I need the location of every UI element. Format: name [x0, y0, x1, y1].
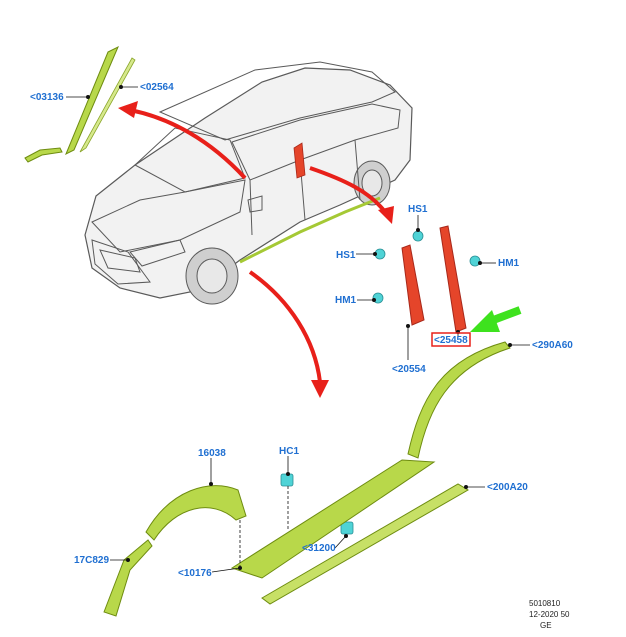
highlight-arrow — [470, 306, 522, 332]
part-labels: <03136 <02564 HS1 HS1 HM1 HM1 <25458 <20… — [30, 82, 573, 579]
leader-lines — [66, 85, 530, 573]
label-290a60[interactable]: <290A60 — [532, 340, 573, 351]
footer-line1: 5010810 — [529, 599, 561, 608]
roof-moulding-parts — [24, 45, 136, 163]
label-10176[interactable]: <10176 — [178, 568, 212, 579]
label-20554[interactable]: <20554 — [392, 364, 426, 375]
footer-line3: GE — [540, 621, 552, 630]
footer-line2: 12-2020 50 — [529, 610, 570, 619]
clip-hc1 — [280, 473, 294, 487]
label-16038[interactable]: 16038 — [198, 448, 226, 459]
footer-codes: 5010810 12-2020 50 GE — [529, 599, 570, 630]
label-02564[interactable]: <02564 — [140, 82, 174, 93]
clip-hs1-top — [412, 230, 424, 242]
body-mouldings — [103, 341, 511, 617]
label-hs1-top[interactable]: HS1 — [408, 204, 428, 215]
label-17c829[interactable]: 17C829 — [74, 555, 109, 566]
label-hm1-left[interactable]: HM1 — [335, 295, 357, 306]
clip-31200 — [340, 521, 354, 535]
label-31200[interactable]: <31200 — [302, 543, 336, 554]
red-arrows — [118, 101, 394, 398]
label-hm1-right[interactable]: HM1 — [498, 258, 520, 269]
label-25458[interactable]: <25458 — [434, 335, 468, 346]
clips — [280, 230, 481, 535]
label-200a20[interactable]: <200A20 — [487, 482, 528, 493]
highlight-box — [431, 332, 471, 347]
clip-hm1-right — [469, 255, 481, 267]
label-hc1[interactable]: HC1 — [279, 446, 299, 457]
pillar-appliques — [401, 225, 467, 333]
label-hs1-left[interactable]: HS1 — [336, 250, 356, 261]
vehicle-illustration — [84, 61, 413, 305]
label-03136[interactable]: <03136 — [30, 92, 64, 103]
